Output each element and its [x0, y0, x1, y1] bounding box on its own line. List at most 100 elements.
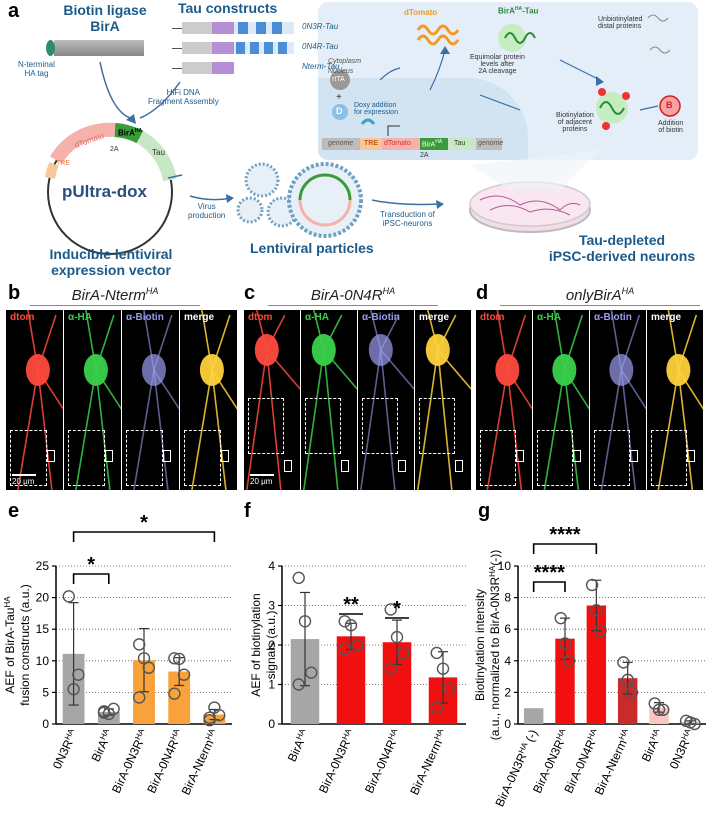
- panel_d-inset-box-0: [480, 430, 517, 486]
- chart-e-bracket-1: [72, 573, 110, 584]
- chart-f-ytick-label-1: 1: [268, 678, 275, 692]
- panel_c-roi-box-0: [283, 460, 292, 472]
- panel_c-image-3: merge: [415, 310, 471, 490]
- cell-2a-label: 2A: [420, 152, 429, 159]
- chart-f-point-3-1: [436, 662, 450, 675]
- chart-f-xtick-main-1: BirA-0N3R: [316, 737, 353, 795]
- chart-e-xtick-label-4: BirA-NtermHA: [178, 727, 221, 798]
- panel_d-roi-box-1: [572, 450, 581, 462]
- panel_b-inset-box-0: [10, 430, 47, 486]
- panel_c-image-2-neuron: [360, 310, 414, 490]
- chart-e-ytick-label-0: 0: [42, 717, 49, 731]
- panel_d-image-2: α-Biotin: [590, 310, 646, 490]
- chart-g-bar-0: [523, 708, 544, 724]
- chart-g-xtick-main-1: BirA-0N3R: [530, 737, 567, 795]
- genome-label-2: genome: [478, 140, 504, 147]
- chart-f-ylabel-0: AEF of biotinylation: [249, 593, 263, 696]
- chart-g-point-4-2: [657, 703, 670, 716]
- panel_c-channel-label-3: merge: [419, 312, 450, 323]
- chart-g-xtick-tail-0: (-): [523, 727, 541, 744]
- chart-g-xtick-sup-1: HA: [554, 727, 567, 741]
- chart-g-xtick-main-5: 0N3R: [667, 737, 693, 771]
- chart-g-point-2-2: [594, 624, 607, 637]
- panel_c-image-2: α-Biotin: [358, 310, 414, 490]
- transduction-label: Transduction of iPSC-neurons: [380, 210, 435, 228]
- chart-f-xtick-main-3: BirA-Nterm: [407, 737, 445, 797]
- bira-tau-label: BirAHA-Tau: [498, 6, 538, 16]
- cell-tre-label: TRE: [364, 140, 378, 147]
- panel_b-inset-box-1: [68, 430, 105, 486]
- chart-e-xtick-main-2: BirA-0N3R: [109, 737, 146, 795]
- chart-e-point-3-3: [168, 687, 181, 700]
- dox-label: D: [336, 106, 343, 116]
- chart-f-ylabel-seg: AEF of biotinylation: [249, 593, 263, 696]
- chart-e-bracket-0: [72, 531, 216, 542]
- panel_d-inset-box-3: [651, 430, 688, 486]
- chart-g-xtick-main-4: BirA: [639, 737, 661, 763]
- virus-production-label: Virus production: [188, 202, 226, 220]
- panel_d-image-3: merge: [647, 310, 703, 490]
- panel-c-title-sup: HA: [382, 286, 396, 296]
- panel_c-inset-box-2: [362, 398, 399, 454]
- chart-f-point-2-0: [384, 603, 397, 616]
- panel_c-scale-bar: 20 μm: [250, 474, 274, 486]
- chart-g-ylabel-seg: (-)): [488, 550, 502, 566]
- chart-g-ylabel-seg: (a.u., normalized to BirA-0N3R: [488, 577, 502, 741]
- panel_c-image-0: dtom: [244, 310, 300, 490]
- chart-e-ytick-label-4: 20: [36, 591, 50, 605]
- panel_c-channel-label-0: dtom: [248, 312, 273, 323]
- chart-g-point-3-2: [625, 686, 639, 699]
- chart-e-point-3-1: [172, 652, 186, 666]
- chart-f-point-0-1: [298, 615, 312, 628]
- panel_b-channel-label-1: α-HA: [68, 312, 92, 323]
- chart-e-ytick-label-3: 15: [36, 622, 50, 636]
- panel_b-roi-box-2: [162, 450, 171, 462]
- chart-f-point-1-1: [344, 619, 358, 632]
- chart-g-ylabel-seg: HA: [488, 565, 497, 577]
- panel_b-roi-box-0: [46, 450, 55, 462]
- chart-g-bar-3: [617, 678, 638, 724]
- chart-g-ytick-label-1: 2: [504, 685, 511, 699]
- panel_d-image-3-neuron: [657, 310, 703, 490]
- chart-f-bar-1: [336, 636, 366, 724]
- panel_d-roi-box-3: [686, 450, 695, 462]
- chart-f-point-0-2: [305, 666, 318, 679]
- chart-e-point-3-0: [168, 652, 181, 665]
- chart-g-ylabel-seg: Biotinylation intensity: [473, 589, 487, 701]
- chart-g-xtick-sup-2: HA: [585, 727, 598, 741]
- chart-f-xtick-label-0: BirAHA: [284, 727, 312, 764]
- chart-e-point-2-2: [142, 661, 156, 674]
- chart-g-bracket-0: [532, 543, 598, 554]
- chart-f-xtick-label-2: BirA-0N4RHA: [362, 727, 404, 796]
- chart-e-point-4-2: [213, 708, 226, 722]
- panel_c-roi-box-2: [397, 460, 406, 472]
- chart-f-xtick-sup-1: HA: [340, 727, 353, 741]
- chart-g-ytick-label-0: 0: [504, 717, 511, 731]
- bira-tau-text: BirA: [498, 6, 515, 16]
- chart-f-xtick-label-3: BirA-NtermHA: [407, 727, 450, 798]
- biotin-b-label: B: [666, 100, 673, 110]
- plus-label: +: [336, 92, 342, 103]
- hifi-assembly-label: HiFi DNA Fragment Assembly: [148, 88, 219, 106]
- cell-bira-text: BirA: [422, 141, 436, 149]
- chart-f-ytick-label-3: 3: [268, 599, 275, 613]
- chart-e-ytick-label-5: 25: [36, 559, 50, 573]
- chart-g-xtick-sup-0: HA: [516, 740, 529, 754]
- panel-label-b: b: [8, 282, 21, 304]
- construct-label-nterm: Nterm-Tau: [302, 62, 340, 71]
- panel_c-image-3-neuron: [417, 310, 471, 490]
- panel_b-channel-label-3: merge: [184, 312, 215, 323]
- cytoplasm-label: Cytoplasm: [328, 58, 362, 65]
- chart-e-xtick-label-1: BirAHA: [88, 727, 116, 764]
- chart-e-xtick-sup-1: HA: [98, 727, 111, 741]
- chart-f-xtick-main-2: BirA-0N4R: [362, 737, 399, 795]
- panel_c-roi-box-3: [454, 460, 463, 472]
- chart-e-point-0-0: [62, 590, 75, 603]
- construct-label-0n4r: 0N4R-Tau: [302, 42, 339, 51]
- panel-label-a: a: [8, 0, 20, 22]
- chart-g-bar-2: [586, 605, 607, 724]
- chart-f-point-0-3: [292, 678, 305, 691]
- panel-d-title-text: onlyBirA: [565, 287, 622, 304]
- unbiotinylated-label: Unbiotinylated distal proteins: [598, 16, 643, 30]
